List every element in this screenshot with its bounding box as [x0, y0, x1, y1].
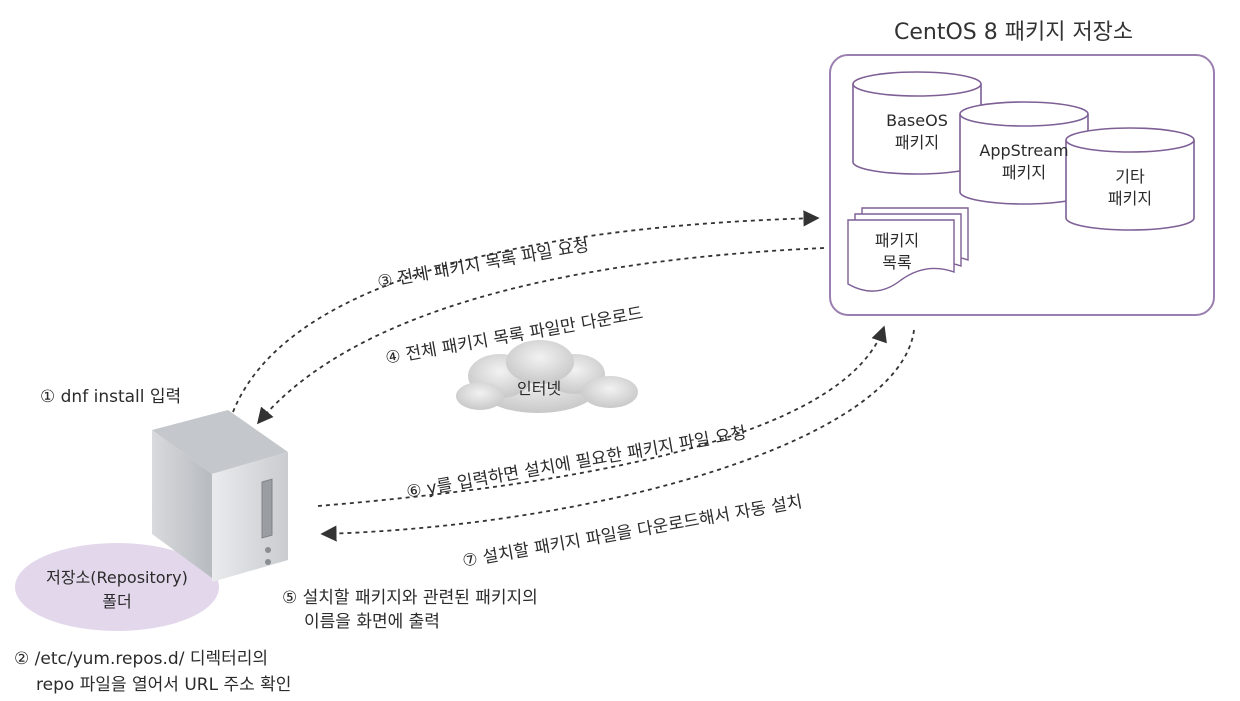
step2-label: ② /etc/yum.repos.d/ 디렉터리의 repo 파일을 열어서 U… — [14, 646, 291, 698]
package-list-line1: 패키지 — [874, 231, 920, 250]
baseos-label: BaseOS 패키지 — [862, 110, 972, 154]
step2-line1: ② /etc/yum.repos.d/ 디렉터리의 — [14, 649, 269, 669]
appstream-name: AppStream — [979, 141, 1069, 160]
step1-label: ① dnf install 입력 — [40, 387, 182, 407]
internet-label: 인터넷 — [517, 379, 562, 398]
other-name: 기타 — [1115, 167, 1145, 186]
local-repository-line2: 폴더 — [102, 592, 132, 611]
local-repository-line1: 저장소(Repository) — [46, 568, 188, 587]
step5-line1: ⑤ 설치할 패키지와 관련된 패키지의 — [282, 588, 538, 608]
baseos-sub: 패키지 — [894, 133, 940, 152]
other-cylinder-icon — [1065, 127, 1195, 231]
step5-label: ⑤ 설치할 패키지와 관련된 패키지의 이름을 화면에 출력 — [282, 586, 538, 634]
package-list-label: 패키지 목록 — [852, 230, 942, 274]
repo-title: CentOS 8 패키지 저장소 — [894, 20, 1134, 45]
arrow-step7 — [320, 329, 915, 542]
arrow-step3 — [232, 210, 820, 413]
package-list-line2: 목록 — [882, 253, 912, 272]
baseos-cylinder-icon — [852, 71, 982, 175]
local-repository-ellipse — [15, 543, 219, 631]
appstream-label: AppStream 패키지 — [964, 140, 1084, 184]
other-sub: 패키지 — [1107, 189, 1153, 208]
arrow-step4 — [256, 247, 825, 425]
appstream-sub: 패키지 — [1001, 163, 1047, 182]
baseos-name: BaseOS — [886, 111, 948, 130]
arrow-step6 — [317, 325, 887, 507]
local-repository-label: 저장소(Repository) 폴더 — [27, 566, 207, 614]
step2-line2: repo 파일을 열어서 URL 주소 확인 — [36, 675, 292, 695]
local-server-icon — [152, 410, 288, 582]
other-label: 기타 패키지 — [1075, 166, 1185, 210]
step5-line2: 이름을 화면에 출력 — [304, 612, 440, 632]
package-list-document-icon — [847, 207, 969, 292]
internet-cloud-icon — [456, 340, 638, 413]
